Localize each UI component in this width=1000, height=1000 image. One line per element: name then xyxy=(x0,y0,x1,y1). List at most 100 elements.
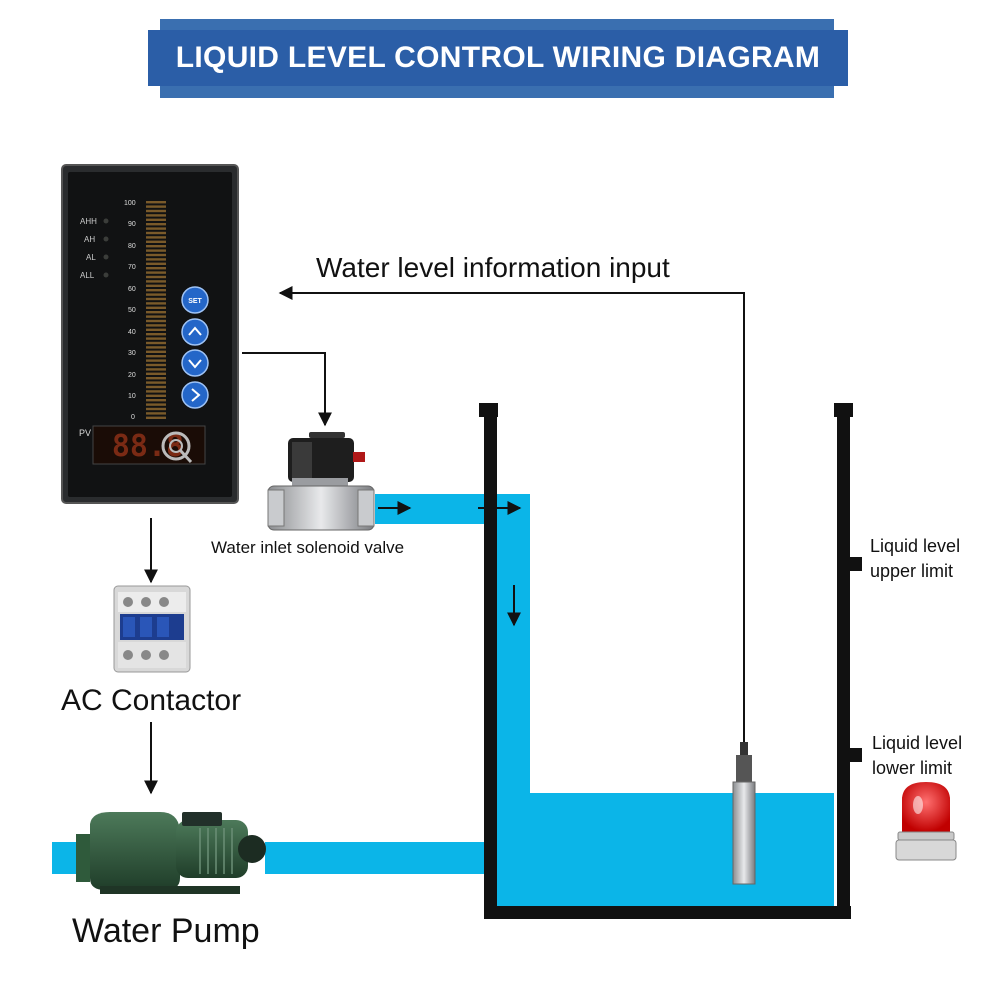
pump-outlet-pipe xyxy=(265,842,497,874)
water-pipes xyxy=(52,494,834,908)
chevron-up-icon xyxy=(188,326,202,336)
bar-segment xyxy=(146,315,166,318)
bar-segment xyxy=(146,412,166,415)
tank-water xyxy=(497,793,834,908)
bar-segment xyxy=(146,355,166,358)
bar-segment xyxy=(146,319,166,323)
bar-segment xyxy=(146,236,166,239)
signal-line-valve xyxy=(242,352,332,427)
bar-segment xyxy=(146,253,166,257)
bar-segment xyxy=(146,289,166,292)
alarm-lamp-icon xyxy=(895,782,957,861)
ac-contactor xyxy=(113,585,191,673)
brand-logo-icon xyxy=(161,431,193,464)
bar-segment xyxy=(146,302,166,305)
scale-tick-50: 50 xyxy=(128,307,136,314)
bar-segment xyxy=(146,231,166,235)
bar-segment xyxy=(146,262,166,265)
inlet-channel xyxy=(497,494,530,796)
scale-tick-70: 70 xyxy=(128,264,136,271)
bar-scale: 100 90 80 70 60 50 40 30 20 10 0 xyxy=(124,200,166,421)
bar-segment xyxy=(146,381,166,384)
scale-tick-100: 100 xyxy=(124,200,136,207)
bar-segment xyxy=(146,328,166,331)
bar-segment xyxy=(146,205,166,208)
bar-segment xyxy=(146,267,166,270)
pv-label: PV xyxy=(79,428,91,438)
alarm-label-all: ALL xyxy=(80,271,95,280)
solenoid-valve-label: Water inlet solenoid valve xyxy=(211,538,404,557)
bar-segment xyxy=(146,293,166,296)
bar-segment xyxy=(146,214,166,217)
water-tank xyxy=(479,403,862,919)
scale-tick-90: 90 xyxy=(128,221,136,228)
bar-segment xyxy=(146,324,166,327)
bar-segment xyxy=(146,372,166,375)
bar-segment xyxy=(146,385,166,389)
bar-segment xyxy=(146,399,166,402)
scale-tick-60: 60 xyxy=(128,286,136,293)
bar-segment xyxy=(146,394,166,397)
bar-segment xyxy=(146,346,166,349)
controller-buttons: SET xyxy=(181,286,209,409)
bar-segment xyxy=(146,359,166,362)
alarm-indicators: AHH AH AL ALL xyxy=(80,217,109,280)
lower-limit-mark xyxy=(850,748,862,762)
scale-tick-40: 40 xyxy=(128,329,136,336)
bar-segment xyxy=(146,311,166,314)
bar-segment xyxy=(146,201,166,204)
bar-segment xyxy=(146,275,166,279)
svg-text:SET: SET xyxy=(188,298,202,305)
alarm-label-ahh: AHH xyxy=(80,217,97,226)
bar-segment xyxy=(146,416,166,419)
bar-segment xyxy=(146,284,166,287)
bar-segment xyxy=(146,403,166,406)
bar-segment xyxy=(146,223,166,226)
bar-segment xyxy=(146,390,166,393)
scale-tick-80: 80 xyxy=(128,243,136,250)
upper-limit-label-line1: Liquid level xyxy=(870,536,960,556)
bar-segment xyxy=(146,245,166,248)
chevron-down-icon xyxy=(188,359,202,369)
upper-limit-label-line2: upper limit xyxy=(870,561,953,581)
chevron-right-icon xyxy=(191,388,201,402)
bar-segment xyxy=(146,218,166,221)
bar-segment xyxy=(146,350,166,353)
down-button[interactable] xyxy=(181,349,209,377)
up-button[interactable] xyxy=(181,318,209,346)
bar-segment xyxy=(146,258,166,261)
bar-segment xyxy=(146,368,166,371)
bar-segment xyxy=(146,271,166,274)
bar-segment xyxy=(146,306,166,309)
set-button[interactable]: SET xyxy=(181,286,209,314)
lower-limit-label-line2: lower limit xyxy=(872,758,952,778)
pump-inlet-pipe xyxy=(52,842,78,874)
bar-segment xyxy=(146,407,166,411)
scale-tick-0: 0 xyxy=(131,414,135,421)
scale-tick-30: 30 xyxy=(128,350,136,357)
bar-segment xyxy=(146,240,166,243)
bar-segment xyxy=(146,333,166,336)
ac-contactor-label: AC Contactor xyxy=(61,684,241,717)
level-sensor-probe xyxy=(732,292,756,885)
upper-limit-mark xyxy=(850,557,862,571)
bar-segment xyxy=(146,363,166,367)
bar-segment xyxy=(146,249,166,252)
water-pump-label: Water Pump xyxy=(72,912,260,950)
page-title: LIQUID LEVEL CONTROL WIRING DIAGRAM xyxy=(148,30,848,86)
right-button[interactable] xyxy=(181,381,209,409)
bar-segment xyxy=(146,227,166,230)
water-pump xyxy=(76,812,266,894)
alarm-label-al: AL xyxy=(86,253,96,262)
water-level-input-label: Water level information input xyxy=(316,252,670,283)
level-controller: AHH AH AL ALL 100 90 80 70 60 50 40 30 2… xyxy=(61,164,239,504)
bar-segment xyxy=(146,341,166,345)
bar-segment xyxy=(146,280,166,283)
bar-segment xyxy=(146,297,166,301)
scale-tick-10: 10 xyxy=(128,393,136,400)
bar-segment xyxy=(146,377,166,380)
scale-tick-20: 20 xyxy=(128,372,136,379)
alarm-label-ah: AH xyxy=(84,235,95,244)
lower-limit-label-line1: Liquid level xyxy=(872,733,962,753)
